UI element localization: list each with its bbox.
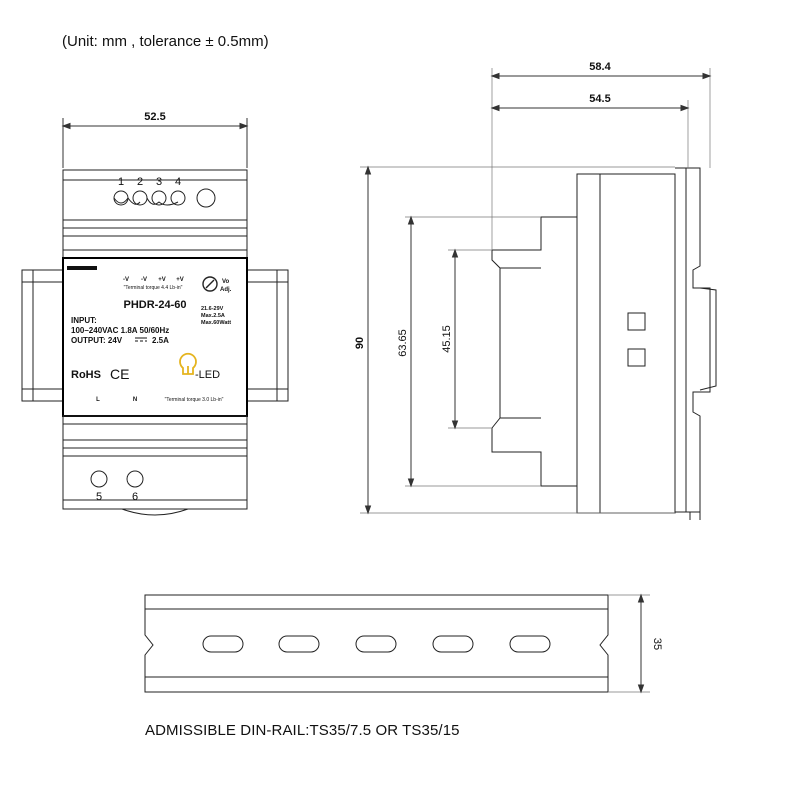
output-prefix: OUTPUT: 24V	[71, 336, 123, 345]
terminal-6-screw	[126, 470, 144, 488]
terminal-2-label: 2	[137, 176, 143, 188]
dim-body-depth-label: 54.5	[589, 93, 610, 105]
terminal-1-label: 1	[118, 176, 124, 188]
dim-step-height-label: 63.65	[397, 329, 409, 357]
top-terminal-screws	[113, 188, 216, 208]
side-body-outline	[491, 173, 676, 514]
dim-body-depth	[490, 104, 690, 112]
spec-max-current: Max.2.5A	[201, 313, 225, 319]
dim-overall-depth	[490, 72, 712, 80]
rail-slots	[202, 635, 551, 653]
dim-overall-depth-label: 58.4	[589, 61, 611, 73]
side-vent-lower	[627, 348, 646, 367]
spec-max-power: Max.60Watt	[201, 320, 231, 326]
polarity-2: -V	[141, 277, 147, 283]
dim-front-width-label: 52.5	[144, 111, 165, 123]
din-rail-view	[144, 593, 650, 694]
front-view	[21, 118, 289, 516]
din-latch	[121, 508, 189, 516]
rohs-mark: RoHS	[71, 369, 101, 381]
tled-bulb-icon	[179, 352, 197, 375]
polarity-4: +V	[176, 277, 184, 283]
torque-bottom-label: "Terminal torque 3.0 Lb-in"	[165, 397, 224, 403]
dim-rail-width-label: 35	[651, 638, 663, 650]
dim-height-label: 90	[354, 337, 366, 349]
polarity-1: -V	[123, 277, 129, 283]
din-rail-ear-left	[21, 269, 64, 402]
unit-note: (Unit: mm , tolerance ± 0.5mm)	[62, 33, 269, 50]
dim-inner-height-label: 45.15	[441, 325, 453, 353]
dim-step-height	[407, 215, 415, 488]
terminal-l-label: L	[96, 397, 100, 403]
din-rail-ear-right	[246, 269, 289, 402]
torque-top-label: "Terminal torque 4.4 Lb-in"	[124, 285, 183, 291]
terminal-3-label: 3	[156, 176, 162, 188]
side-vent-upper	[627, 312, 646, 331]
output-current: 2.5A	[152, 336, 169, 345]
spec-voltage-range: 21.6-29V	[201, 306, 224, 312]
bottom-terminal-block	[62, 455, 248, 510]
terminal-5-screw	[90, 470, 108, 488]
input-title: INPUT:	[71, 316, 97, 325]
input-value: 100–240VAC 1.8A 50/60Hz	[71, 326, 169, 335]
dc-symbol-icon	[135, 337, 147, 342]
terminal-n-label: N	[133, 397, 137, 403]
vo-label: Vo	[222, 279, 230, 285]
side-din-clip	[675, 167, 711, 513]
terminal-4-label: 4	[175, 176, 181, 188]
model-label: PHDR-24-60	[124, 299, 187, 311]
side-view	[360, 68, 717, 520]
terminal-5-label: 5	[96, 491, 102, 503]
dim-rail-width	[637, 593, 645, 694]
dim-height	[364, 165, 372, 515]
polarity-3: +V	[158, 277, 166, 283]
adj-label: Adj.	[220, 287, 232, 293]
tled-brand: -LED	[195, 369, 220, 381]
ce-mark: CE	[110, 366, 129, 382]
dim-inner-height	[451, 248, 459, 430]
vo-adj-knob	[202, 276, 218, 292]
adjust-hole	[196, 188, 216, 208]
din-rail-note: ADMISSIBLE DIN-RAIL:TS35/7.5 OR TS35/15	[145, 722, 460, 739]
dim-front-width	[61, 118, 249, 168]
terminal-6-label: 6	[132, 491, 138, 503]
